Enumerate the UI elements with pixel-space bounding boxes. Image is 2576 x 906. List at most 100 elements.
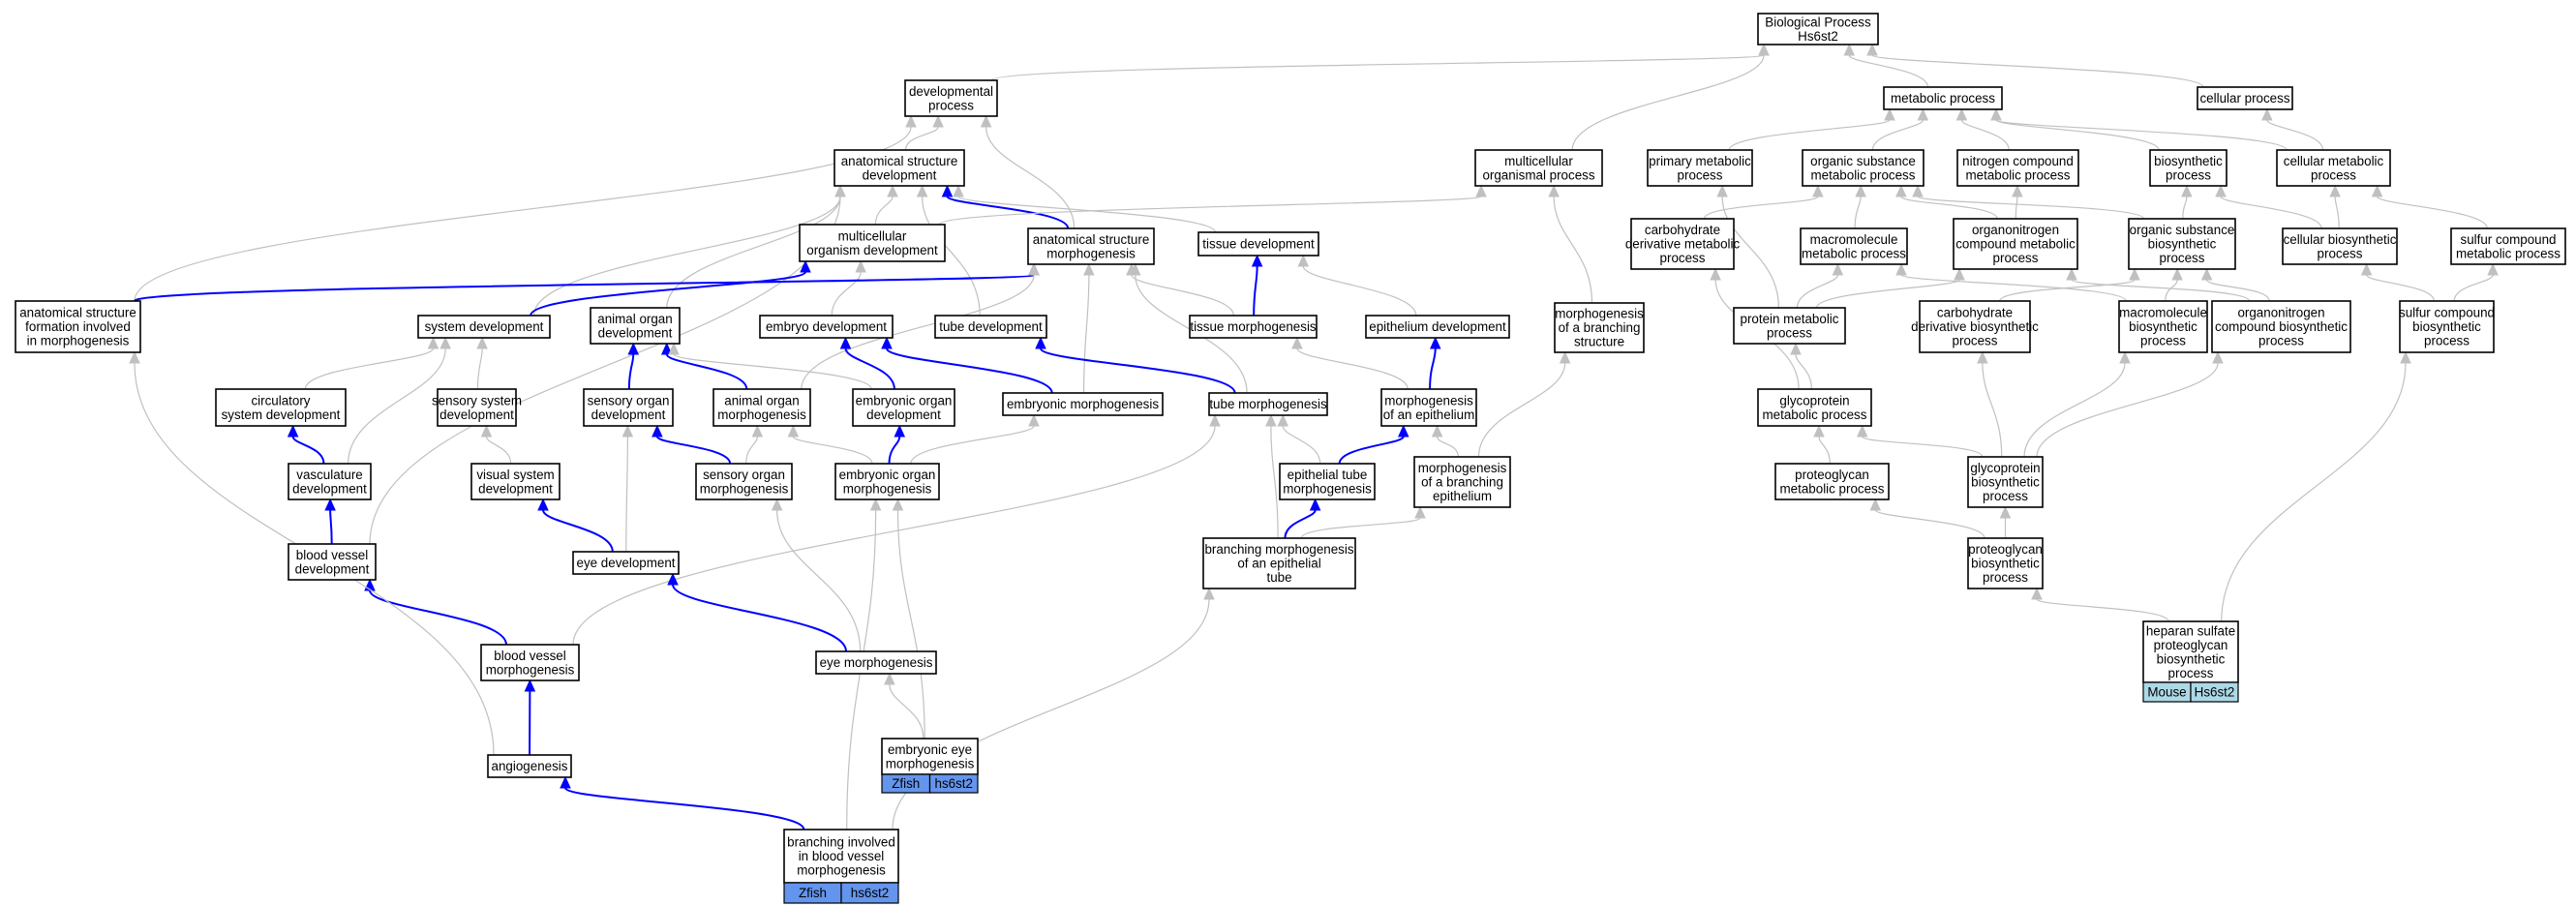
node-box — [904, 79, 998, 117]
gene-cell[interactable] — [2190, 681, 2239, 703]
node-eyem[interactable]: eye morphogenesis — [815, 650, 937, 675]
gene-cell[interactable] — [840, 882, 899, 904]
gene-cell[interactable] — [928, 773, 979, 794]
node-box — [934, 315, 1047, 339]
node-label-line: biosynthetic — [1971, 475, 2040, 490]
gene-label: hs6st2 — [935, 776, 973, 791]
arrowhead-pgbp-to-pgmp — [1869, 498, 1882, 511]
arrowhead-protmp-to-mmp — [1832, 262, 1844, 276]
node-label-line: epithelium development — [1369, 319, 1506, 334]
arrowhead-protmp-to-pmp — [1716, 184, 1728, 197]
node-box — [1208, 392, 1328, 416]
node-label-line: embryonic morphogenesis — [1007, 397, 1159, 411]
node-embmorph[interactable]: embryonic morphogenesis — [1002, 392, 1164, 416]
node-label-line: morphogenesis — [886, 756, 975, 770]
arrowhead-cmp-to-metab — [1990, 107, 2002, 121]
node-label-line: metabolic process — [1966, 167, 2071, 182]
node-embdev[interactable]: embryo development — [759, 315, 894, 339]
edge-protmp-to-mmp — [1796, 274, 1838, 309]
arrowhead-mobe-to-moae — [1431, 424, 1443, 438]
node-label-line: anatomical structure — [19, 306, 136, 320]
node-hspg[interactable]: heparan sulfateproteoglycanbiosyntheticp… — [2142, 620, 2239, 703]
arrowhead-angio-to-bvm — [524, 679, 536, 692]
node-tissmorph[interactable]: tissue morphogenesis — [1189, 315, 1318, 339]
edge-bmet-to-tubemorph — [1270, 425, 1279, 539]
arrowhead-tissmorph-to-tissdev — [1251, 254, 1263, 267]
edge-eem-to-eyem — [889, 683, 924, 740]
edge-cdbp-to-osbp — [1999, 279, 2136, 302]
edge-tubedev-to-asd — [922, 196, 981, 317]
node-label-line: in morphogenesis — [27, 334, 130, 348]
node-sysdev[interactable]: system development — [417, 315, 551, 339]
arrowhead-asm-to-asd — [941, 184, 954, 197]
node-angio[interactable]: angiogenesis — [487, 754, 572, 778]
edge-mobs-to-mop — [1553, 196, 1593, 304]
edge-bvm-to-bvd — [369, 589, 507, 646]
node-label-line: morphogenesis — [1384, 393, 1473, 408]
node-label-line: process — [2258, 334, 2304, 348]
node-metab[interactable]: metabolic process — [1883, 86, 2003, 110]
arrowhead-etm-to-moae — [1397, 424, 1409, 438]
edge-vascdev-to-sysdev — [348, 347, 446, 465]
node-box — [852, 388, 955, 427]
arrowhead-cbp-to-biosyn — [2215, 184, 2227, 197]
edge-tissdev-to-asd — [957, 196, 1217, 233]
node-box — [695, 463, 793, 500]
node-tubemorph[interactable]: tube morphogenesis — [1208, 392, 1328, 416]
node-eyedev[interactable]: eye development — [572, 551, 680, 575]
arrowhead-angio-to-asfim — [129, 350, 140, 364]
node-tissdev[interactable]: tissue development — [1197, 231, 1319, 257]
node-epidev[interactable]: epithelium development — [1365, 315, 1510, 339]
arrowhead-eom-to-aom — [787, 424, 800, 438]
arrowhead-vascdev-to-circdev — [287, 424, 299, 438]
node-cellproc[interactable]: cellular process — [2197, 86, 2293, 110]
node-tubedev[interactable]: tube development — [934, 315, 1047, 339]
